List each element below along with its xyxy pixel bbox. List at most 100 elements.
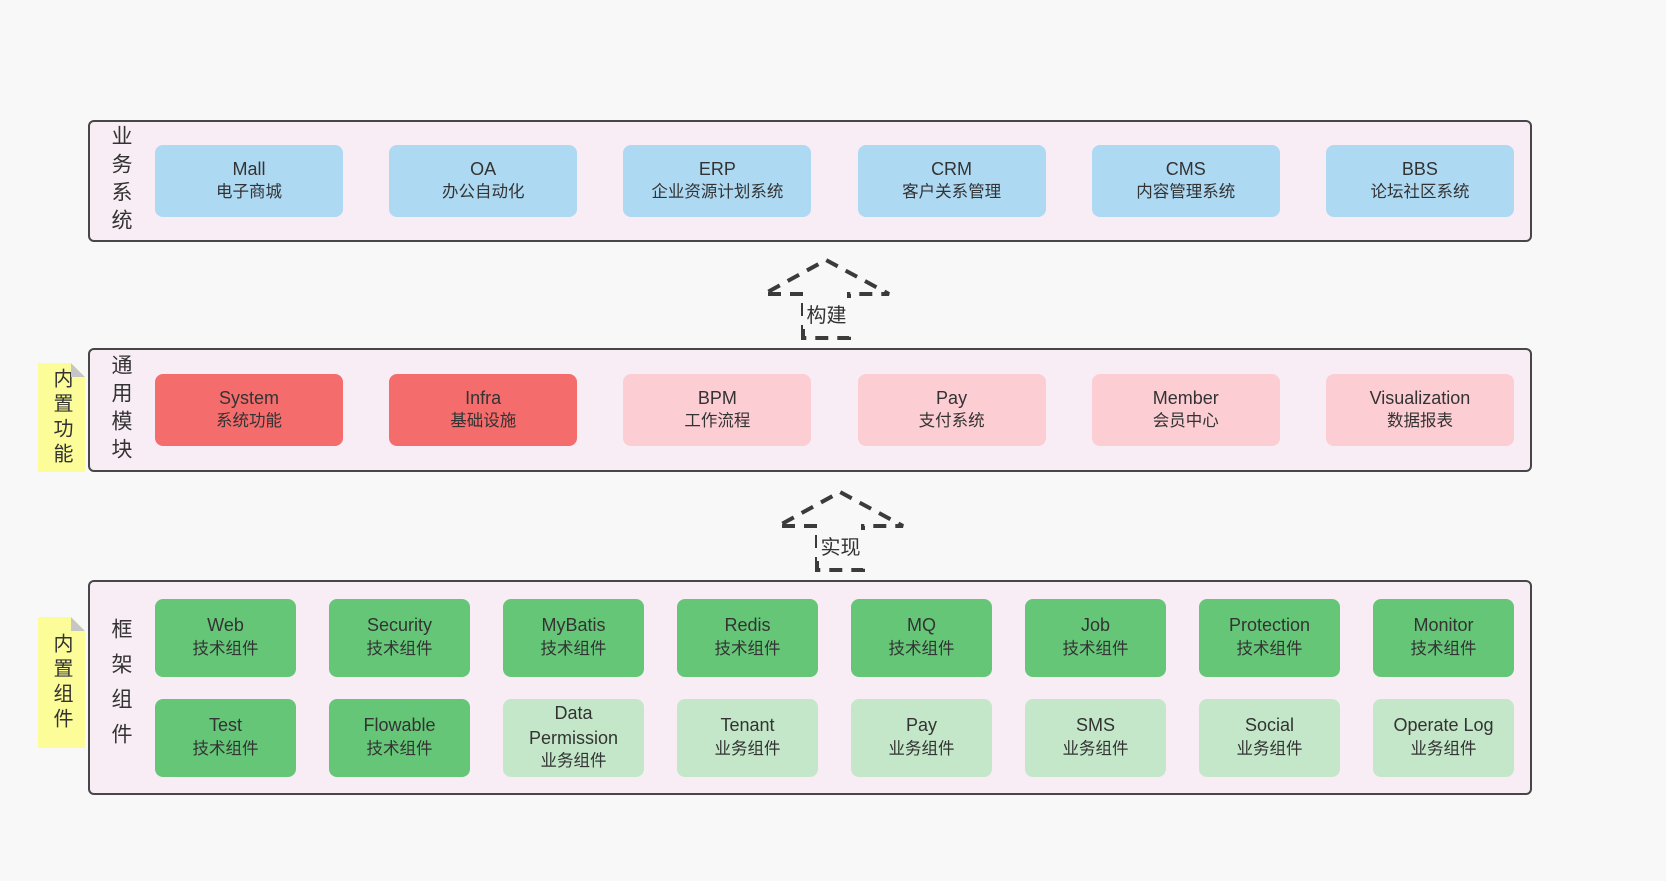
box-row: Test 技术组件 Flowable 技术组件 Data Permission 业务组件 T… (155, 698, 1514, 777)
node-subtitle: 会员中心 (1152, 412, 1219, 431)
node-subtitle: 业务组件 (1236, 739, 1303, 758)
node-sms: SMS 业务组件 (1025, 698, 1166, 777)
node-system: System 系统功能 (155, 374, 343, 446)
node-visualization: Visualization 数据报表 (1325, 374, 1514, 446)
node-subtitle: 技术组件 (888, 639, 955, 658)
node-title: Web (207, 615, 244, 636)
node-monitor: Monitor 技术组件 (1373, 598, 1514, 677)
node-social: Social 业务组件 (1199, 698, 1340, 777)
built-in-features-tag: 内置功能 (38, 363, 85, 472)
node-mq: MQ 技术组件 (851, 598, 992, 677)
node-title: Protection (1228, 615, 1311, 636)
node-mybatis: MyBatis 技术组件 (503, 598, 644, 677)
node-subtitle: 业务组件 (1410, 739, 1477, 758)
node-title: MQ (907, 615, 936, 636)
node-title: Tenant (720, 715, 775, 736)
node-erp: ERP 企业资源计划系统 (623, 145, 812, 217)
node-subtitle: 办公自动化 (441, 183, 525, 202)
built-in-components-tag: 内置组件 (38, 617, 85, 748)
node-title: CRM (931, 158, 973, 179)
node-oa: OA 办公自动化 (389, 145, 578, 217)
implement-arrow: 实现 (773, 486, 908, 574)
node-subtitle: 基础设施 (450, 412, 517, 431)
node-redis: Redis 技术组件 (677, 598, 818, 677)
node-data-permission: Data Permission 业务组件 (503, 698, 644, 777)
build-arrow: 构建 (759, 254, 894, 342)
node-title: MyBatis (541, 615, 606, 636)
node-title: Visualization (1369, 387, 1471, 408)
node-subtitle: 系统功能 (216, 412, 282, 431)
node-infra: Infra 基础设施 (389, 374, 578, 446)
node-pay: Pay 业务组件 (851, 698, 992, 777)
node-title: Monitor (1413, 615, 1474, 636)
node-subtitle: 技术组件 (366, 739, 433, 758)
node-title: Security (366, 615, 433, 636)
node-title: Social (1244, 715, 1295, 736)
node-title: Redis (724, 615, 771, 636)
node-operate-log: Operate Log 业务组件 (1373, 698, 1514, 777)
section-business-systems: 业务系统 Mall 电子商城 OA 办公自动化 ERP 企业资源计划系统 CRM 客户关系管理… (88, 120, 1532, 242)
node-title: Operate Log (1393, 715, 1494, 736)
node-title: System (218, 387, 279, 408)
node-subtitle: 论坛社区系统 (1370, 183, 1470, 202)
node-subtitle: 技术组件 (366, 639, 433, 658)
node-title: Infra (465, 387, 502, 408)
node-title: Mall (232, 158, 266, 179)
node-title: SMS (1075, 715, 1115, 736)
business-systems-label: 业务系统 (109, 125, 132, 237)
node-title: Test (208, 715, 242, 736)
common-modules-label: 通用模块 (109, 354, 132, 466)
node-job: Job 技术组件 (1025, 598, 1166, 677)
node-crm: CRM 客户关系管理 (857, 145, 1046, 217)
framework-components-label: 框架组件 (109, 617, 132, 758)
node-subtitle: 业务组件 (1062, 739, 1129, 758)
node-title: Job (1080, 615, 1111, 636)
node-subtitle: 数据报表 (1386, 412, 1453, 431)
node-security: Security 技术组件 (329, 598, 470, 677)
node-subtitle: 电子商城 (216, 183, 282, 202)
folded-corner-icon (71, 617, 85, 631)
node-subtitle: 技术组件 (192, 739, 259, 758)
node-title: Flowable (363, 715, 436, 736)
node-pay: Pay 支付系统 (857, 374, 1046, 446)
node-subtitle: 企业资源计划系统 (651, 183, 784, 202)
node-title: BPM (697, 387, 737, 408)
node-member: Member 会员中心 (1091, 374, 1280, 446)
node-title: OA (470, 158, 497, 179)
node-flowable: Flowable 技术组件 (329, 698, 470, 777)
node-subtitle: 客户关系管理 (902, 183, 1002, 202)
node-subtitle: 技术组件 (192, 639, 259, 658)
node-title: Member (1152, 387, 1219, 408)
node-title: Pay (905, 715, 938, 736)
folded-corner-icon (71, 363, 85, 377)
node-subtitle: 技术组件 (540, 639, 607, 658)
node-mall: Mall 电子商城 (155, 145, 343, 217)
node-test: Test 技术组件 (155, 698, 296, 777)
node-subtitle: 支付系统 (918, 412, 985, 431)
node-title: Data Permission (528, 703, 619, 748)
node-subtitle: 技术组件 (1062, 639, 1129, 658)
node-title: ERP (698, 158, 736, 179)
node-subtitle: 业务组件 (540, 751, 607, 770)
node-subtitle: 技术组件 (714, 639, 781, 658)
node-title: Pay (936, 387, 968, 408)
node-subtitle: 技术组件 (1236, 639, 1303, 658)
node-subtitle: 技术组件 (1410, 639, 1477, 658)
node-protection: Protection 技术组件 (1199, 598, 1340, 677)
node-title: CMS (1165, 158, 1206, 179)
node-subtitle: 业务组件 (888, 739, 955, 758)
node-web: Web 技术组件 (155, 598, 296, 677)
